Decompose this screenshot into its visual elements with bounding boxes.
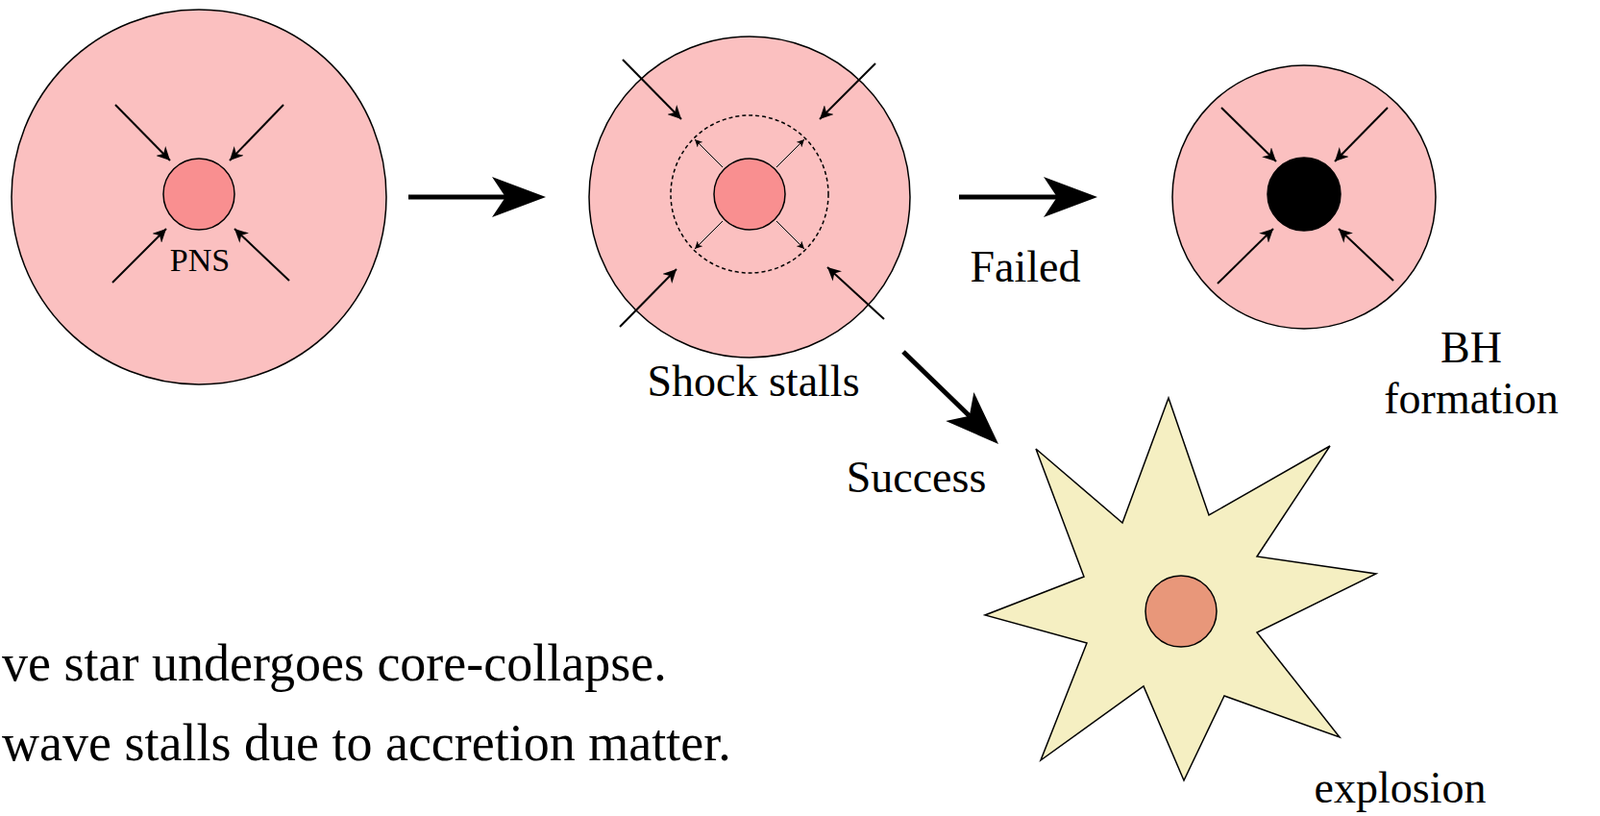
edge-label: Failed [970, 245, 1082, 290]
infall-arrow [1338, 228, 1394, 281]
star-circle [1172, 65, 1436, 329]
infall-arrow [112, 228, 167, 283]
infall-arrow [622, 59, 682, 120]
infall-arrows-stage-1 [112, 104, 290, 283]
infall-arrow [234, 228, 290, 281]
outward-arrow [776, 139, 805, 168]
arrow-shaft [903, 351, 970, 417]
infall-arrow [115, 104, 171, 161]
shock-front [670, 115, 829, 273]
stage-label: Shock stalls [646, 359, 860, 404]
outward-arrow [776, 221, 805, 249]
infall-arrow [1221, 107, 1277, 162]
outward-arrow [694, 139, 723, 168]
star-core-stage: PNS [10, 8, 388, 386]
pns-circle [713, 158, 786, 230]
arrow-head [945, 392, 999, 444]
infall-arrow [1217, 228, 1274, 284]
pns-circle [163, 158, 235, 230]
outward-arrow [694, 221, 723, 249]
arrow-head [492, 176, 546, 218]
flow-arrow [903, 351, 999, 444]
infall-arrows-stage-3 [1217, 107, 1394, 284]
black-hole-stage: BH formation [1171, 64, 1437, 330]
explosion-star: explosion [983, 395, 1381, 785]
explosion-star-shape [984, 397, 1377, 781]
star-circle [589, 36, 911, 358]
shock-outward-arrows [694, 139, 805, 249]
infall-arrow [229, 104, 284, 161]
arrow-shaft [408, 195, 506, 200]
flow-arrow [959, 176, 1098, 218]
flow-arrow [408, 176, 546, 218]
arrow-shaft [959, 195, 1058, 200]
edge-label: Success [846, 455, 987, 500]
neutron-star [1145, 575, 1217, 647]
node-shape [1171, 64, 1437, 330]
black-hole [1267, 157, 1341, 231]
shock-stage: Shock stalls [588, 35, 911, 359]
infall-arrow [827, 267, 885, 320]
stage-label: explosion [1314, 765, 1487, 811]
stage-label: BH formation [1368, 321, 1576, 424]
node-shape [588, 35, 911, 359]
stage-label: PNS [170, 244, 230, 277]
caption-line: wave stalls due to accretion matter. [1, 716, 732, 769]
node-shape [983, 395, 1381, 785]
infall-arrow [619, 269, 677, 327]
infall-arrow [819, 63, 876, 120]
infall-arrows-stage-2 [619, 59, 885, 327]
arrow-head [1043, 176, 1098, 218]
caption-line: ve star undergoes core-collapse. [1, 637, 667, 690]
infall-arrow [1334, 107, 1388, 162]
star-circle [11, 9, 387, 385]
node-shape [10, 8, 388, 386]
